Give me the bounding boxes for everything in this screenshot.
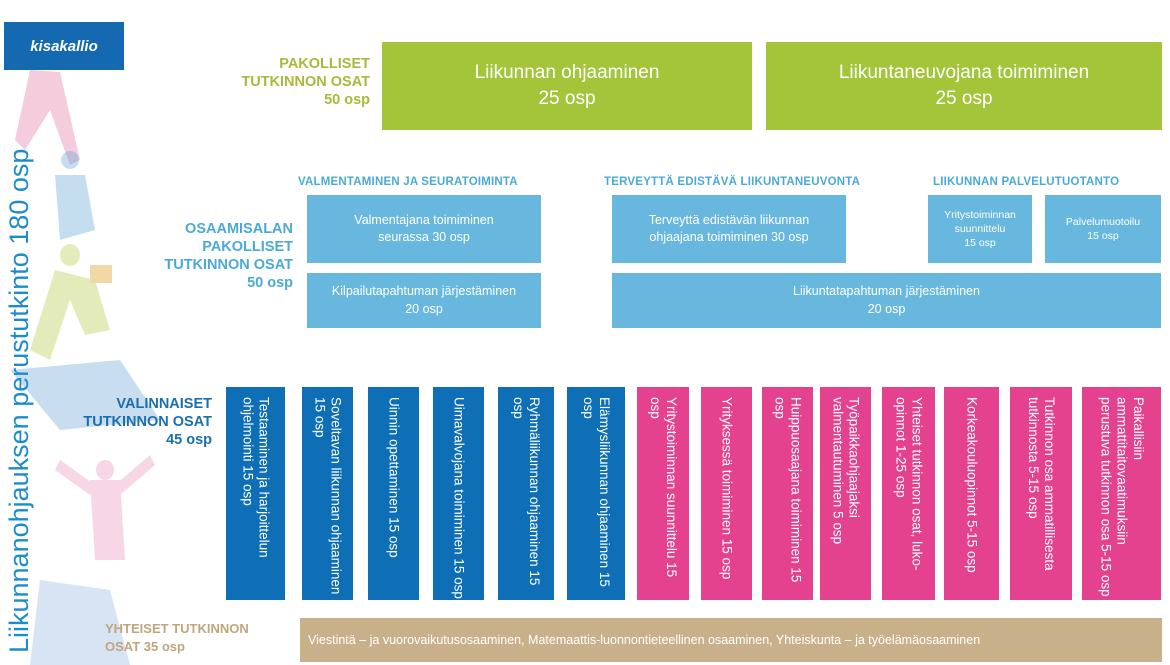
field-box-terveytta: Terveyttä edistävän liikunnan ohjaajana …: [612, 195, 846, 263]
common-bar: Viestintä – ja vuorovaikutusosaaminen, M…: [300, 618, 1162, 662]
field-box-kilpailutapahtuma: Kilpailutapahtuman järjestäminen 20 osp: [307, 273, 541, 328]
field-box-liikuntatapahtuma: Liikuntatapahtuman järjestäminen 20 osp: [612, 273, 1161, 328]
elective-box-ryhmaliikunnan: Ryhmäliikunnan ohjaaminen 15 osp: [498, 387, 554, 600]
elective-box-testaaminen: Testaaminen ja harjoittelun ohjelmointi …: [226, 387, 285, 600]
elective-box-yritystoiminnan: Yritystoiminnan suunnittelu 15 osp: [637, 387, 689, 600]
elective-box-uinnin: Uinnin opettaminen 15 osp: [368, 387, 419, 600]
category-valmentaminen: VALMENTAMINEN JA SEURATOIMINTA: [298, 176, 518, 188]
field-box-palvelumuotoilu: Palvelumuotoilu 15 osp: [1045, 195, 1161, 263]
silhouette-figure-blue: [55, 151, 95, 240]
elective-box-paikallisiin: Paikallisiin ammattitaitovaatimuksiin pe…: [1082, 387, 1161, 600]
silhouette-runner-green: [30, 244, 112, 360]
elective-box-soveltavan: Soveltavan liikunnan ohjaaminen 15 osp: [302, 387, 353, 600]
silhouette-figure-bottom: [30, 580, 130, 665]
side-title: Liikunnanohjauksen perustutkinto 180 osp: [3, 148, 34, 653]
elective-box-tyopaikkaohjaajaksi: Työpaikkaohjaajaksi valmentautuminen 5 o…: [820, 387, 871, 600]
athlete-silhouettes: [10, 41, 160, 665]
category-palvelu: LIIKUNNAN PALVELUTUOTANTO: [933, 176, 1120, 188]
silhouette-skier-blue: [10, 360, 160, 430]
mandatory-box-liikunnan-ohjaaminen: Liikunnan ohjaaminen 25 osp: [382, 42, 752, 130]
elective-box-yhteiset-luko: Yhteiset tutkinnon osat, luko-opinnot 1-…: [882, 387, 935, 600]
elective-box-huippuosaajana: Huippuosaajana toimiminen 15 osp: [762, 387, 813, 600]
category-terveytta: TERVEYTTÄ EDISTÄVÄ LIIKUNTANEUVONTA: [604, 176, 861, 188]
section-label-yhteiset: YHTEISET TUTKINNON OSAT 35 osp: [105, 621, 249, 654]
section-label-valinnaiset: VALINNAISET TUTKINNON OSAT 45 osp: [83, 396, 212, 449]
logo-text: kisakallio: [30, 37, 98, 55]
mandatory-box-liikuntaneuvojana: Liikuntaneuvojana toimiminen 25 osp: [766, 42, 1162, 130]
elective-box-yrityksessa: Yrityksessä toimiminen 15 osp: [701, 387, 752, 600]
logo: kisakallio: [4, 22, 124, 70]
field-box-yritystoiminnan: Yritystoiminnan suunnittelu 15 osp: [928, 195, 1032, 263]
elective-box-elamysliikunnan: Elämysliikunnan ohjaaminen 15 osp: [567, 387, 625, 600]
elective-box-tutkinnon-osa: Tutkinnon osa ammatillisesta tutkinnosta…: [1010, 387, 1072, 600]
field-box-valmentajana: Valmentajana toimiminen seurassa 30 osp: [307, 195, 541, 263]
silhouette-dancer-pink: [55, 455, 155, 560]
elective-box-korkeakouluopinnot: Korkeakouluopinnot 5-15 osp: [944, 387, 999, 600]
elective-box-uimavalvojana: Uimavalvojana toimiminen 15 osp: [433, 387, 484, 600]
section-label-osaamisala: OSAAMISALAN PAKOLLISET TUTKINNON OSAT 50…: [164, 221, 293, 292]
section-label-pakolliset: PAKOLLISET TUTKINNON OSAT 50 osp: [241, 56, 370, 109]
